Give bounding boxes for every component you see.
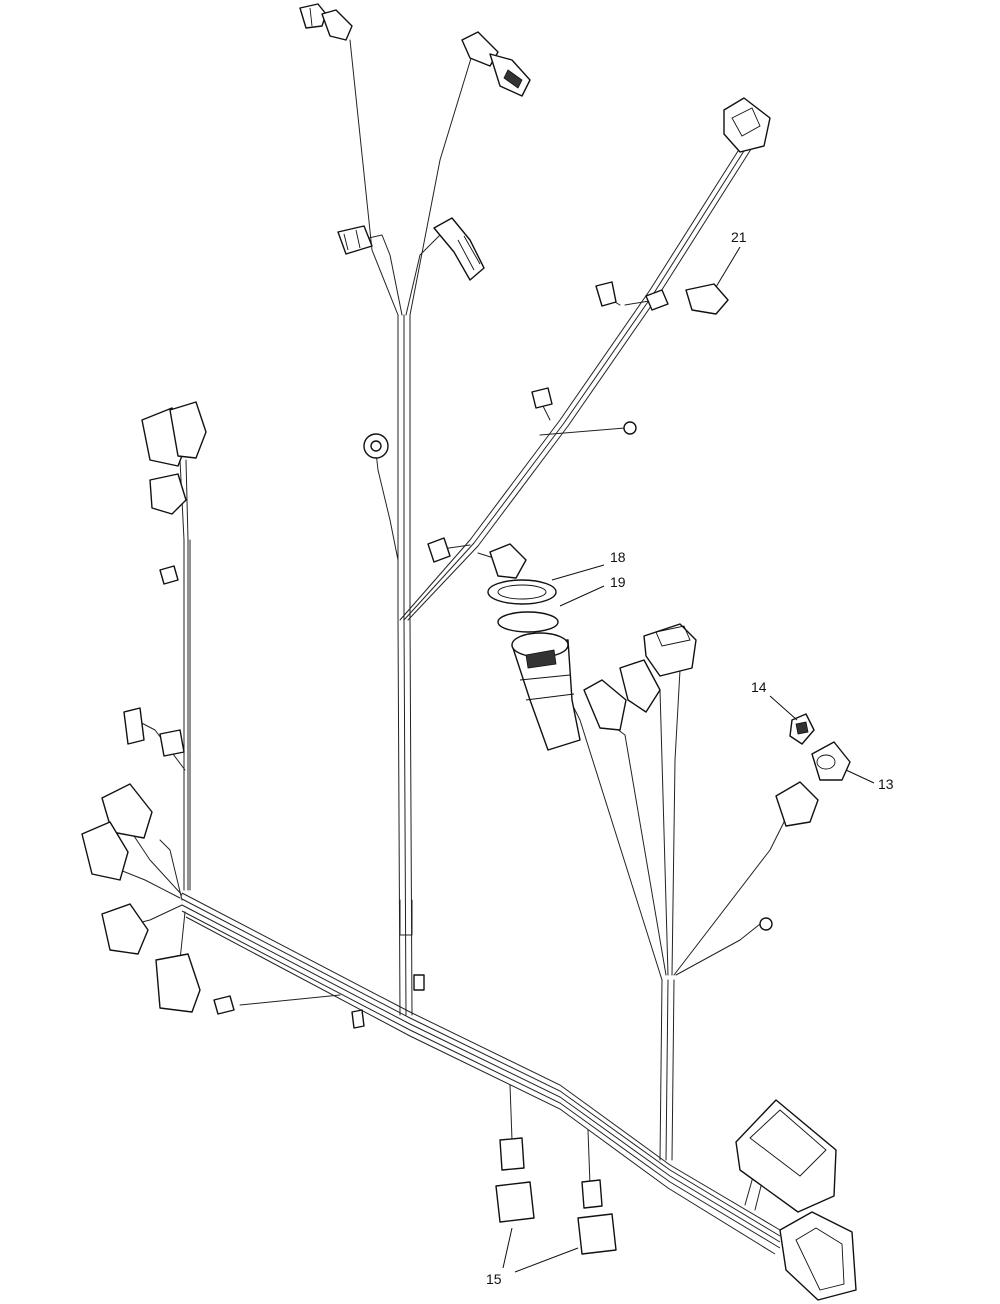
diagonal-branch — [399, 139, 754, 621]
right-cluster-connectors — [583, 623, 697, 731]
callout-14: 14 — [751, 679, 767, 695]
ring-terminal — [363, 433, 389, 459]
part-14-clip — [789, 713, 815, 745]
mid-right-sensor — [433, 217, 485, 281]
top-right-sensor — [461, 31, 531, 97]
small-plug-21 — [685, 283, 729, 315]
mid-left-sensor — [337, 225, 373, 255]
callout-18: 18 — [610, 549, 626, 565]
callout-15: 15 — [486, 1271, 502, 1287]
round-connector-left — [427, 537, 527, 579]
left-branch — [119, 459, 341, 1006]
ecu-connectors — [735, 1099, 857, 1301]
main-trunk — [181, 892, 781, 1255]
right-mid-plug — [759, 781, 819, 931]
right-branches — [509, 669, 791, 1211]
left-top-connectors — [141, 401, 207, 585]
callout-leaders — [502, 246, 875, 1273]
left-side-connectors — [81, 707, 365, 1029]
bottom-plugs-15 — [495, 1137, 617, 1255]
part-13-plug — [811, 741, 851, 781]
callout-13: 13 — [878, 776, 894, 792]
callout-19: 19 — [610, 574, 626, 590]
gasket-18 — [487, 579, 557, 605]
branch-plugs-upper — [531, 281, 669, 435]
top-left-sensor — [299, 3, 353, 41]
callout-21: 21 — [731, 229, 747, 245]
gasket-19 — [497, 611, 559, 633]
top-right-connector — [723, 97, 771, 153]
center-trunk — [349, 39, 473, 1016]
round-bulkhead-connector — [511, 632, 581, 751]
